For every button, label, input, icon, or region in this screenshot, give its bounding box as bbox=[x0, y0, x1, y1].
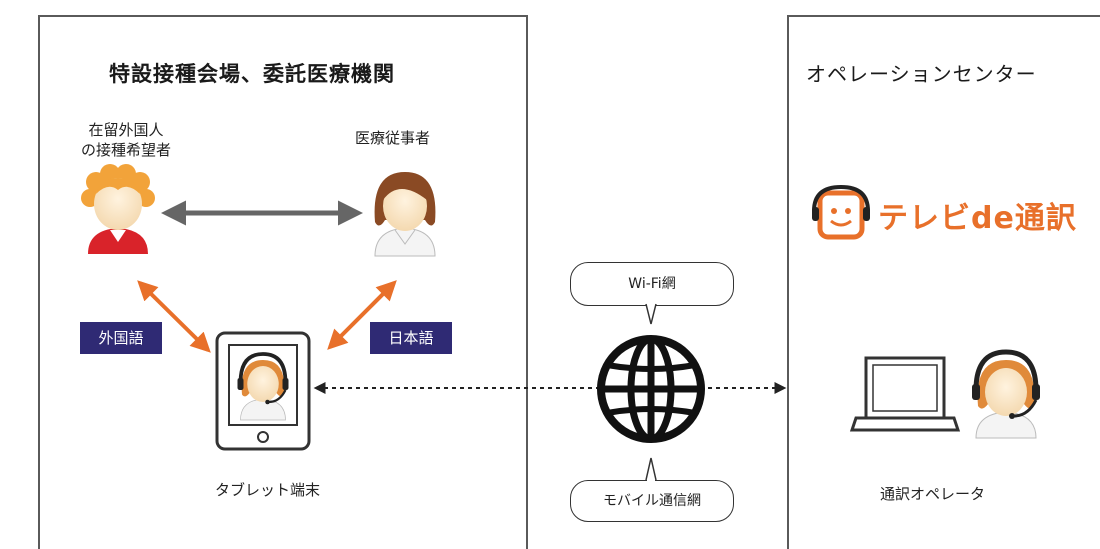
tablet-icon bbox=[215, 331, 311, 451]
globe-icon bbox=[597, 335, 705, 443]
vaccination-site-title: 特設接種会場、委託医療機関 bbox=[109, 62, 395, 86]
operator-headset-icon bbox=[972, 349, 1040, 439]
tablet-label: タブレット端末 bbox=[215, 481, 321, 499]
japanese-language-arrow bbox=[327, 280, 397, 350]
operation-center-panel bbox=[787, 15, 1100, 549]
vaccination-site-panel bbox=[38, 15, 528, 549]
operator-label: 通訳オペレータ bbox=[880, 485, 986, 503]
foreign-resident-label: 在留外国人 の接種希望者 bbox=[80, 121, 171, 159]
mobile-bubble-tail bbox=[645, 457, 657, 481]
foreign-language-arrow bbox=[137, 280, 211, 353]
person-curly-hair-icon bbox=[81, 164, 155, 254]
tv-de-tsuyaku-logo: テレビde通訳 bbox=[812, 185, 1092, 245]
laptop-icon bbox=[849, 356, 961, 432]
logo-text: テレビde通訳 bbox=[878, 201, 1077, 236]
person-nurse-icon bbox=[374, 172, 436, 257]
mobile-network-bubble: モバイル通信網 bbox=[570, 480, 734, 522]
medical-staff-label: 医療従事者 bbox=[355, 129, 431, 147]
tablet-operator-icon bbox=[237, 352, 289, 421]
wifi-network-bubble: Wi-Fi網 bbox=[570, 262, 734, 306]
wifi-bubble-tail bbox=[645, 303, 657, 325]
tv-logo-icon bbox=[812, 185, 870, 240]
operation-center-title: オペレーションセンター bbox=[806, 62, 1037, 86]
